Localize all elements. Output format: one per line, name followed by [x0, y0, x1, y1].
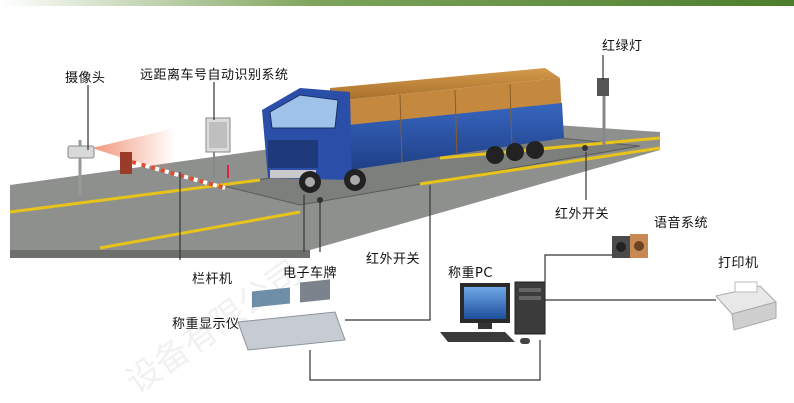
link-display-to-pc	[345, 185, 431, 321]
infrared-sensor-mid	[317, 197, 323, 203]
label-printer: 打印机	[718, 256, 759, 271]
lane-line-top-2	[439, 136, 661, 160]
infrared-sensor-right	[582, 145, 588, 151]
truck-grille	[268, 140, 318, 168]
label-traffic-light: 红绿灯	[602, 39, 643, 54]
label-camera: 摄像头	[65, 71, 106, 86]
connector-lines	[87, 55, 716, 381]
wheel-rear-1	[486, 146, 504, 164]
trailer-top	[330, 68, 560, 100]
label-electronic-plate: 电子车牌	[283, 266, 338, 281]
label-infrared-switch-right: 红外开关	[555, 207, 610, 222]
link-pc-to-voice	[544, 254, 612, 290]
barrier-arm	[131, 160, 226, 190]
lane-line-bottom-2	[419, 146, 661, 186]
label-barrier: 栏杆机	[192, 272, 233, 287]
label-voice-system: 语音系统	[654, 216, 709, 231]
wheel-rear-2	[506, 143, 524, 161]
barrier-post	[120, 152, 132, 174]
traffic-light-box	[597, 78, 609, 96]
pc-keyboard	[440, 332, 515, 342]
pc-mouse	[520, 338, 530, 344]
camera-beam	[92, 128, 175, 175]
road-front-edge	[10, 250, 310, 258]
truck-windshield	[269, 94, 339, 129]
camera-body	[67, 145, 95, 159]
label-weighing-pc: 称重PC	[448, 266, 493, 281]
weighing-display-device	[237, 311, 346, 351]
lane-line-bottom	[99, 210, 301, 250]
label-infrared-switch-mid: 红外开关	[366, 252, 421, 267]
label-weighing-display: 称重显示仪	[172, 317, 240, 332]
label-plate-recognition: 远距离车号自动识别系统	[140, 68, 289, 83]
barrier-arm-white	[131, 160, 226, 190]
link-display-bottom	[309, 340, 541, 381]
wheel-rear-3	[526, 141, 544, 159]
top-accent-bar	[0, 0, 794, 6]
lane-line-top	[9, 178, 261, 214]
